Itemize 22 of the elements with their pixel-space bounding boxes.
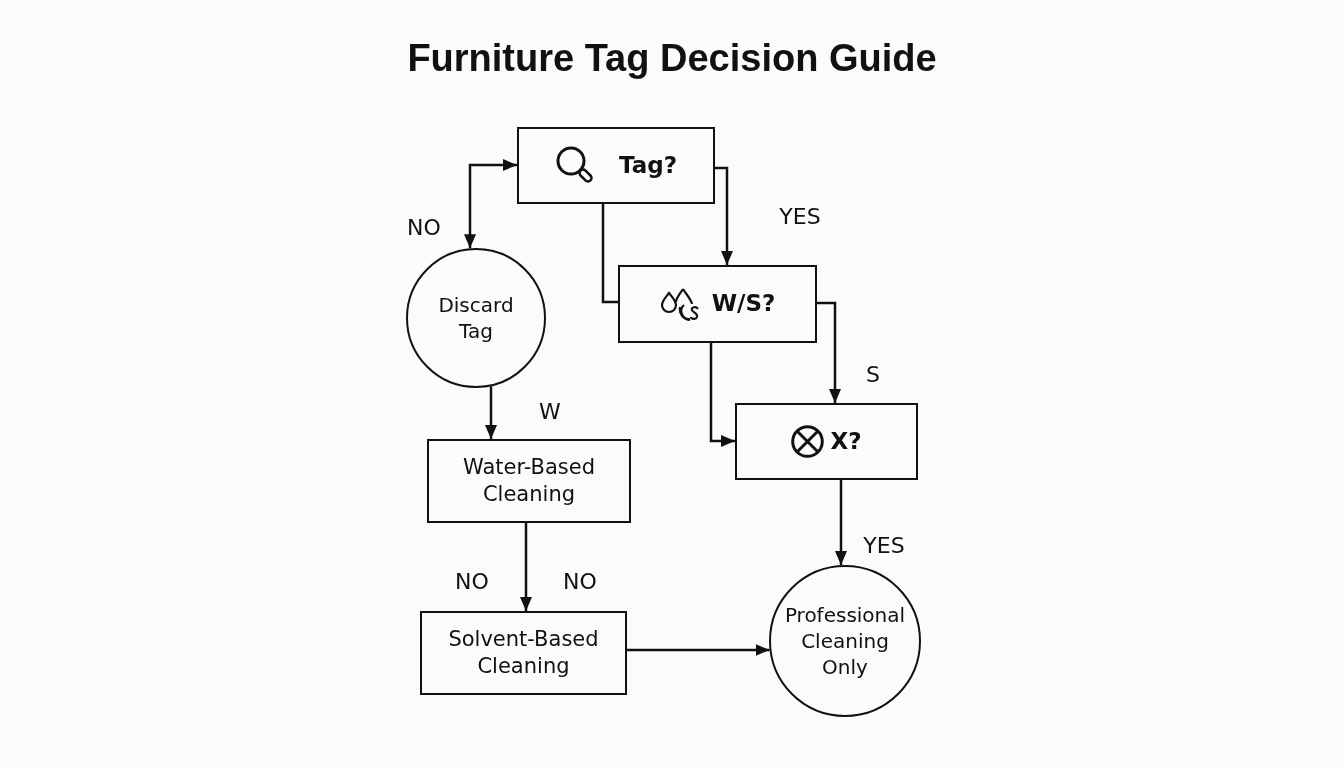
diagram-title: Furniture Tag Decision Guide (407, 36, 937, 81)
arrow (715, 166, 733, 265)
arrow (835, 480, 847, 566)
node-label: W/S? (711, 289, 776, 319)
node-label: Tag? (618, 150, 678, 180)
connector-line (601, 204, 618, 304)
arrow (464, 159, 517, 249)
arrow (817, 301, 841, 403)
arrow (709, 343, 735, 447)
process-box (420, 611, 627, 695)
arrow (520, 523, 532, 611)
process-box (427, 439, 631, 523)
node-label: Solvent-Based Cleaning (447, 625, 600, 680)
node-label: Water-Based Cleaning (462, 453, 596, 508)
decision-box (517, 127, 715, 204)
arrow (627, 644, 770, 656)
decision-box (618, 265, 817, 343)
node-label: Professional Cleaning Only (783, 602, 907, 680)
decision-box (735, 403, 918, 480)
node-label: Discard Tag (437, 292, 515, 344)
arrow (485, 386, 497, 439)
node-label: X? (830, 426, 862, 456)
